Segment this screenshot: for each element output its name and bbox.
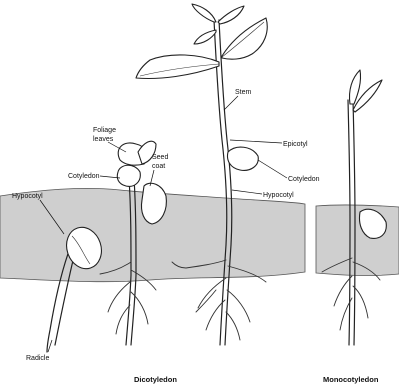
foliage-leaf-left <box>136 55 219 79</box>
label-cotyledon-left: Cotyledon <box>68 173 100 180</box>
label-stem: Stem <box>235 89 252 96</box>
seedling-stage-3 <box>136 4 267 345</box>
label-hypocotyl-right: Hypocotyl <box>263 192 294 199</box>
caption-monocotyledon: Monocotyledon <box>323 375 379 384</box>
label-hypocotyl-left: Hypocotyl <box>12 193 43 200</box>
label-foliage-leaves-2: leaves <box>93 136 114 143</box>
soil-monocot <box>316 205 399 276</box>
label-radicle: Radicle <box>26 355 49 362</box>
label-foliage-leaves-1: Foliage <box>93 127 116 134</box>
label-cotyledon-right: Cotyledon <box>288 176 320 183</box>
label-epicotyl: Epicotyl <box>283 141 308 148</box>
label-seed-coat-2: coat <box>152 163 165 170</box>
label-seed-coat-1: Seed <box>152 154 168 161</box>
caption-dicotyledon: Dicotyledon <box>134 375 177 384</box>
